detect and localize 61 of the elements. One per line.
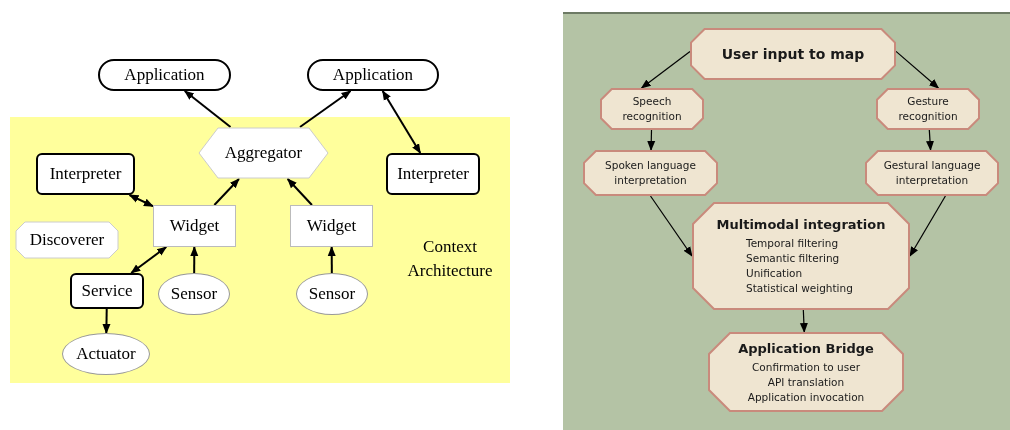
arrow xyxy=(190,246,199,274)
node-label: Speech recognition xyxy=(621,94,683,124)
list-item: Confirmation to user xyxy=(751,359,861,375)
octagon-box xyxy=(690,28,896,80)
octagon-box xyxy=(600,88,704,130)
list-item: Semantic filtering xyxy=(746,251,840,266)
octagon-box xyxy=(708,332,904,412)
octagon-node xyxy=(15,221,119,259)
node-label: Gestural language interpretation xyxy=(882,158,982,188)
node-label: Widget xyxy=(306,216,357,236)
panel-title: Context Architecture xyxy=(406,236,494,282)
node-label: Interpreter xyxy=(397,164,469,184)
arrow xyxy=(102,308,111,334)
node-label: Interpreter xyxy=(49,164,122,184)
arrow xyxy=(640,50,691,89)
octagon-box xyxy=(692,202,910,310)
rounded-node xyxy=(307,59,439,91)
architecture-panel xyxy=(10,117,510,383)
list-item: Statistical weighting xyxy=(746,281,853,296)
node-label: Gesture recognition xyxy=(897,94,959,124)
node-heading: Multimodal integration xyxy=(716,216,886,234)
node-label: Discoverer xyxy=(29,230,105,250)
arrow xyxy=(649,195,693,257)
list-item: API translation xyxy=(767,374,845,390)
list-item: Unification xyxy=(746,266,803,281)
arrow xyxy=(183,90,232,128)
arrow xyxy=(128,194,154,208)
process-box xyxy=(153,205,236,247)
arrow xyxy=(926,129,934,151)
node-label: Spoken language interpretation xyxy=(604,158,697,188)
arrow xyxy=(799,309,808,333)
list-item: Application invocation xyxy=(747,389,865,405)
node-heading: Application Bridge xyxy=(738,339,874,358)
arrow xyxy=(327,246,336,274)
list-item: Temporal filtering xyxy=(746,236,839,251)
octagon-box xyxy=(865,150,999,196)
arrow xyxy=(909,195,946,257)
rounded-box xyxy=(36,153,135,195)
octagon-box xyxy=(583,150,718,196)
node-label: Application xyxy=(124,65,205,85)
arrow xyxy=(130,246,168,274)
hexagon-node xyxy=(198,127,329,179)
rounded-box xyxy=(386,153,480,195)
node-label: Service xyxy=(81,281,133,301)
node-label: Aggregator xyxy=(224,143,303,163)
node-label: Actuator xyxy=(76,344,136,364)
node-label: Widget xyxy=(169,216,220,236)
arrow xyxy=(647,129,656,151)
node-label: Sensor xyxy=(170,284,218,304)
rounded-box xyxy=(70,273,144,309)
arrow xyxy=(213,178,240,206)
node-label: User input to map xyxy=(721,46,865,62)
node-label: Sensor xyxy=(308,284,356,304)
octagon-box xyxy=(876,88,980,130)
rounded-node xyxy=(98,59,231,91)
arrow xyxy=(895,50,940,89)
process-box xyxy=(290,205,373,247)
node-label: Application xyxy=(332,65,414,85)
arrow xyxy=(286,178,313,206)
arrow xyxy=(299,90,352,128)
arrow xyxy=(381,90,422,154)
